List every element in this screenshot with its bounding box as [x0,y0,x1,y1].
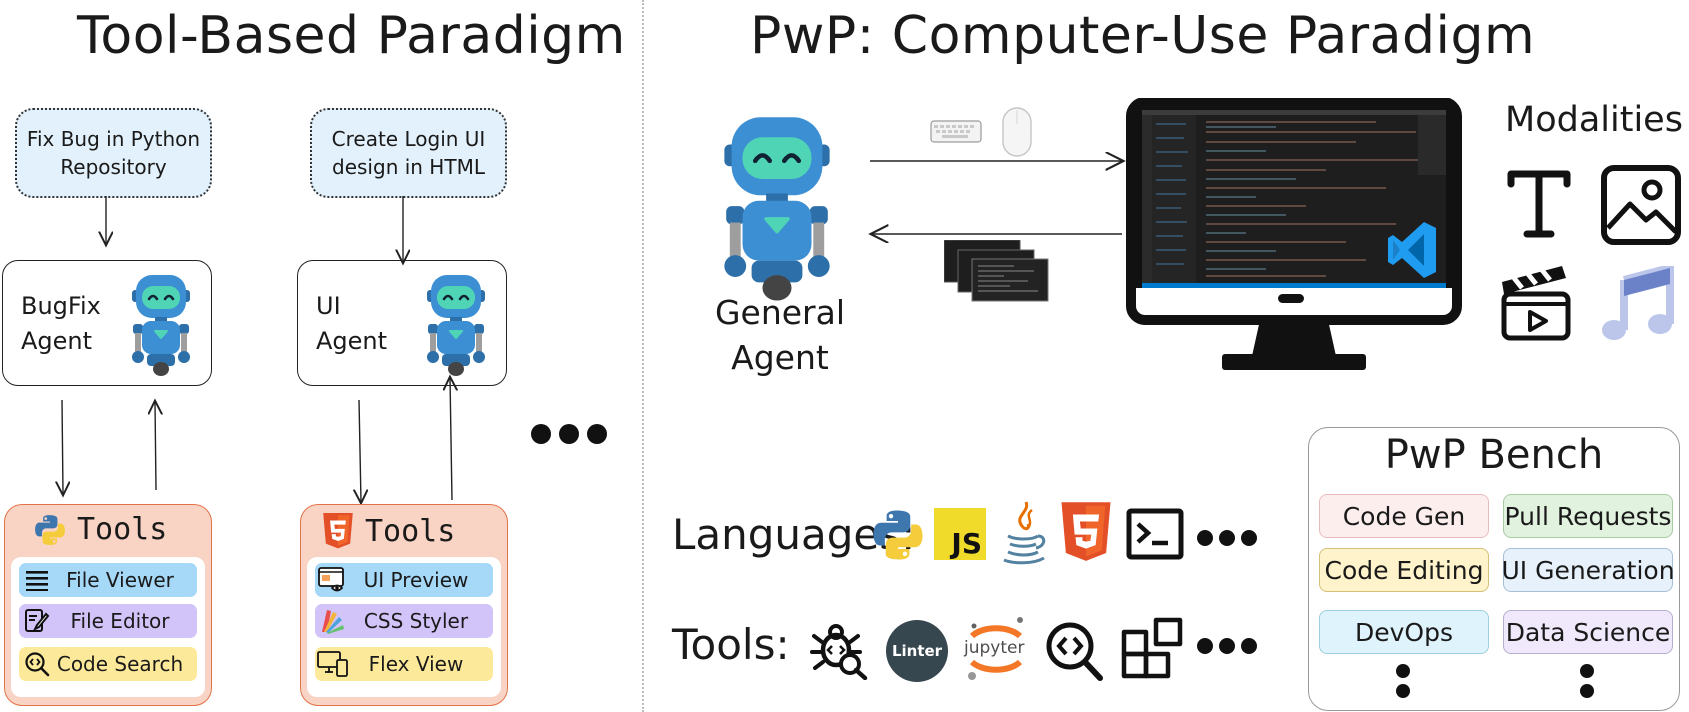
bench-label: Pull Requests [1504,501,1672,531]
bugfix-agent-label: BugFix Agent [21,292,101,355]
edit-file-icon [25,609,50,632]
task-bugfix: Fix Bug in Python Repository [15,108,212,198]
tool-label: File Editor [70,609,170,633]
bench-label: UI Generation [1501,555,1675,585]
task-bugfix-text: Fix Bug in Python Repository [26,127,201,179]
linter-icon: Linter [886,620,948,682]
general-agent-robot-icon [724,117,830,301]
general-agent-label: General Agent [714,293,846,377]
list-icon [26,571,48,591]
bench-more-dot [1396,664,1410,678]
bench-pull-requests[interactable]: Pull Requests [1503,494,1673,538]
tools-label: Tools: [672,620,790,669]
bench-devops[interactable]: DevOps [1319,610,1489,654]
modalities-title: Modalities [1505,100,1683,140]
ui-agent-label: UI Agent [316,292,388,355]
task-login-ui-text: Create Login UI design in HTML [331,127,486,179]
bench-title: PwP Bench [1384,432,1604,478]
tools-header: Tools [33,512,167,547]
bench-more-dot [1396,684,1410,698]
right-title: PwP: Computer-Use Paradigm [750,6,1536,66]
tools-list: UI Preview CSS Styler Flex View [307,557,501,697]
palette-icon [322,610,344,634]
tools-header: Tools [321,512,455,550]
tools-title: Tools [365,513,456,549]
bench-label: Code Gen [1342,501,1466,531]
linter-icon-text: Linter [891,642,943,660]
tool-flex-view[interactable]: Flex View [315,647,493,681]
tool-file-viewer[interactable]: File Viewer [19,563,197,597]
bench-label: Code Editing [1324,555,1484,585]
screenshots-icon [944,240,1049,302]
code-search-icon [25,652,50,677]
python-tools-box: Tools File Viewer File Editor Code Searc… [4,504,212,706]
vscode-logo [1388,222,1436,278]
tools-list: File Viewer File Editor Code Search [11,557,205,697]
preview-icon [318,567,344,592]
java-icon [1003,501,1046,565]
robot-icon [132,275,190,376]
tools-title: Tools [77,512,168,547]
section-divider [642,0,644,712]
pwp-bench-panel: PwP Bench Code Gen Pull Requests Code Ed… [1308,427,1680,711]
ellipsis-icon [1197,530,1257,546]
terminal-icon [1126,508,1184,560]
mouse-icon [1002,107,1032,157]
bench-more-dot [1580,664,1594,678]
ellipsis-icon [1197,638,1257,654]
robot-icon [427,275,485,376]
tool-label: File Viewer [66,568,174,592]
interaction-arrows [860,150,1130,250]
tool-label: Flex View [368,652,464,676]
text-icon [1507,170,1571,238]
tool-based-arrows [0,196,607,712]
keyboard-icon [930,120,982,143]
html5-icon [1061,502,1111,561]
debug-icon [810,624,868,680]
html5-icon [323,513,353,549]
monitor-icon [1126,98,1462,370]
video-icon [1501,266,1571,341]
bench-label: Data Science [1505,617,1671,647]
python-icon [873,510,923,560]
tool-code-search[interactable]: Code Search [19,647,197,681]
bench-ui-generation[interactable]: UI Generation [1501,548,1675,592]
task-login-ui: Create Login UI design in HTML [310,108,507,198]
bench-data-science[interactable]: Data Science [1503,610,1673,654]
html-tools-box: Tools UI Preview CSS Styler Flex View [300,504,508,706]
tool-ui-preview[interactable]: UI Preview [315,563,493,597]
tool-label: Code Search [56,652,184,676]
audio-icon [1602,266,1674,340]
bench-code-editing[interactable]: Code Editing [1319,548,1489,592]
bench-label: DevOps [1355,617,1453,647]
devices-icon [317,651,348,677]
bench-more-dot [1580,684,1594,698]
bench-code-gen[interactable]: Code Gen [1319,494,1489,538]
image-icon [1601,165,1681,245]
extensions-icon [1121,617,1183,679]
javascript-icon: JS [934,508,986,560]
javascript-badge-text: JS [951,527,982,560]
tool-label: CSS Styler [363,609,469,633]
tool-css-styler[interactable]: CSS Styler [315,604,493,638]
jupyter-icon: jupyter [962,614,1030,684]
code-search-icon [1046,622,1103,681]
tool-file-editor[interactable]: File Editor [19,604,197,638]
tool-label: UI Preview [363,568,469,592]
jupyter-icon-text: jupyter [964,638,1025,658]
python-icon [35,514,65,545]
bugfix-agent-box: BugFix Agent [2,260,212,386]
left-title: Tool-Based Paradigm [77,6,626,66]
ui-agent-box: UI Agent [297,260,507,386]
